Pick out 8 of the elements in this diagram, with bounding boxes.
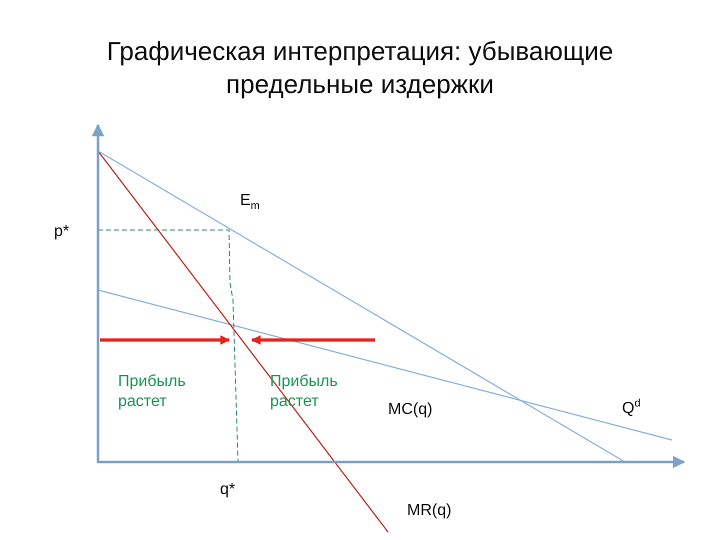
annotation-text: Прибыль растет: [118, 372, 187, 412]
chart-title: Графическая интерпретация: убывающие предельные издержки: [106, 35, 614, 101]
curve-label: MC(q): [388, 400, 432, 420]
curve-label: Q$^{d}$: [622, 399, 641, 419]
axis-label: p*: [54, 222, 70, 242]
axis-label: q*: [220, 480, 236, 500]
curve-label: MR(q): [407, 501, 452, 521]
point-label: E$_{m}$: [240, 191, 260, 211]
